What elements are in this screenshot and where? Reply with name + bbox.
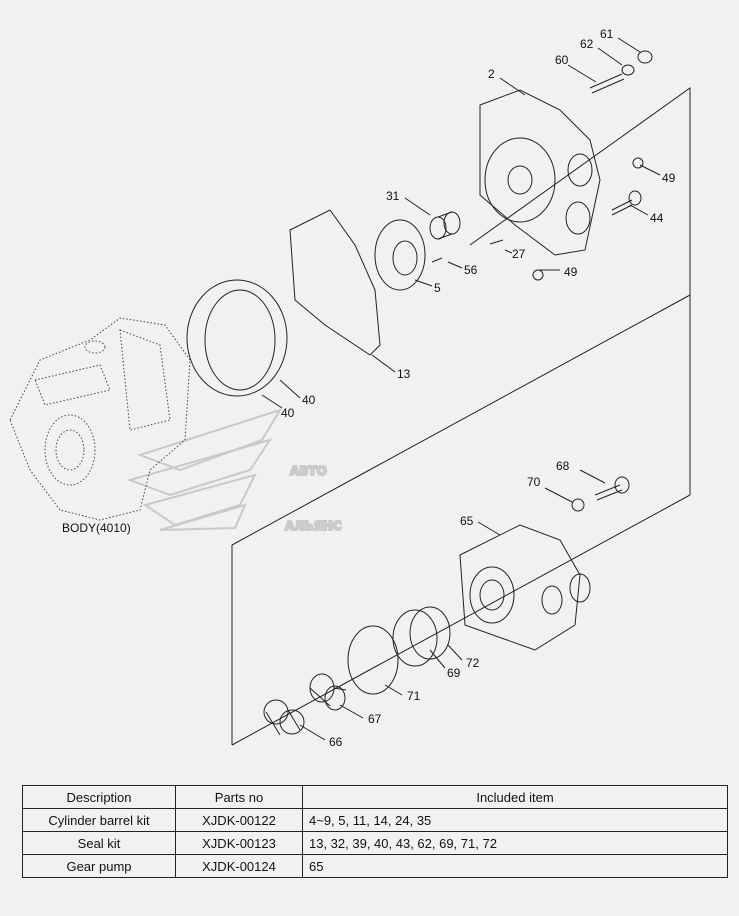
gasket-part-13 bbox=[289, 209, 381, 356]
plate-bore bbox=[392, 240, 418, 276]
callout-44: 44 bbox=[650, 211, 664, 225]
watermark-line-1: АВТО bbox=[290, 464, 327, 478]
washer-part-70 bbox=[571, 498, 585, 512]
exploded-parts-diagram: АВТО АЛЬЯНС BODY(4010) bbox=[9, 27, 691, 749]
row-included-item: 13, 32, 39, 40, 43, 62, 69, 71, 72 bbox=[302, 831, 728, 855]
row-description: Seal kit bbox=[22, 831, 176, 855]
table-header-row: Description Parts no Included item bbox=[22, 785, 728, 809]
bolt-parts bbox=[431, 50, 653, 281]
callout-68: 68 bbox=[556, 459, 570, 473]
ring-part-71 bbox=[347, 625, 399, 695]
callout-2: 2 bbox=[488, 67, 495, 81]
oring-part-40a bbox=[186, 279, 288, 397]
callout-40b: 40 bbox=[281, 406, 295, 420]
watermark: АВТО АЛЬЯНС bbox=[126, 408, 343, 534]
header-parts-no: Parts no bbox=[175, 785, 303, 809]
callout-5: 5 bbox=[434, 281, 441, 295]
callout-72: 72 bbox=[466, 656, 480, 670]
bolt-part-68 bbox=[594, 476, 630, 501]
callout-71: 71 bbox=[407, 689, 421, 703]
callout-40a: 40 bbox=[302, 393, 316, 407]
table-row: Seal kit XJDK-00123 13, 32, 39, 40, 43, … bbox=[22, 831, 728, 855]
table-row: Cylinder barrel kit XJDK-00122 4~9, 5, 1… bbox=[22, 808, 728, 832]
watermark-line-2: АЛЬЯНС bbox=[285, 519, 342, 533]
bush-part-31 bbox=[429, 211, 461, 240]
callout-49b: 49 bbox=[564, 265, 578, 279]
leader-lines bbox=[261, 37, 661, 741]
row-parts-no: XJDK-00122 bbox=[175, 808, 303, 832]
oring-part-40b bbox=[204, 289, 276, 391]
bush-part-66 bbox=[263, 699, 305, 736]
body-label: BODY(4010) bbox=[62, 521, 131, 535]
parts-kit-table: Description Parts no Included item Cylin… bbox=[22, 785, 728, 878]
callout-61: 61 bbox=[600, 27, 614, 41]
callout-69: 69 bbox=[447, 666, 461, 680]
housing-part-2 bbox=[479, 89, 601, 256]
callout-13: 13 bbox=[397, 367, 411, 381]
assembly-panel-upper bbox=[231, 87, 691, 746]
ring-part-72 bbox=[409, 606, 451, 660]
bush-part-67 bbox=[309, 673, 347, 711]
row-description: Gear pump bbox=[22, 854, 176, 878]
callout-49a: 49 bbox=[662, 171, 676, 185]
ring-part-69 bbox=[392, 609, 438, 667]
callout-65: 65 bbox=[460, 514, 474, 528]
callout-70: 70 bbox=[527, 475, 541, 489]
row-included-item: 4~9, 5, 11, 14, 24, 35 bbox=[302, 808, 728, 832]
callout-62: 62 bbox=[580, 37, 594, 51]
pump-body-outline bbox=[9, 317, 191, 521]
callout-labels: 2 31 5 13 40 40 56 27 49 49 44 60 61 62 … bbox=[281, 27, 676, 749]
row-description: Cylinder barrel kit bbox=[22, 808, 176, 832]
watermark-logo bbox=[126, 408, 283, 531]
callout-66: 66 bbox=[329, 735, 343, 749]
row-included-item: 65 bbox=[302, 854, 728, 878]
callout-27: 27 bbox=[512, 247, 526, 261]
gear-pump-part-65 bbox=[459, 524, 591, 651]
header-description: Description bbox=[22, 785, 176, 809]
header-included-item: Included item bbox=[302, 785, 728, 809]
table-row: Gear pump XJDK-00124 65 bbox=[22, 854, 728, 878]
callout-60: 60 bbox=[555, 53, 569, 67]
callout-56: 56 bbox=[464, 263, 478, 277]
callout-67: 67 bbox=[368, 712, 382, 726]
plate-part-5 bbox=[374, 219, 426, 291]
callout-31: 31 bbox=[386, 189, 400, 203]
row-parts-no: XJDK-00124 bbox=[175, 854, 303, 878]
row-parts-no: XJDK-00123 bbox=[175, 831, 303, 855]
